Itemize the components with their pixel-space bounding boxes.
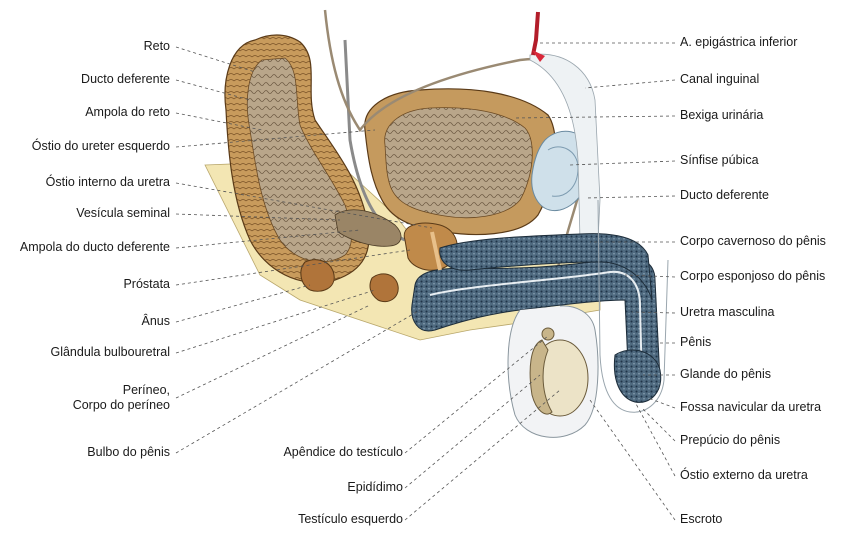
label-ducto-deferente-right: Ducto deferente xyxy=(680,188,769,203)
label-a-epigastrica: A. epigástrica inferior xyxy=(680,35,797,50)
label-bexiga-urinaria: Bexiga urinária xyxy=(680,108,763,123)
label-prepucio: Prepúcio do pênis xyxy=(680,433,780,448)
label-perineo: Períneo, xyxy=(123,383,170,398)
label-sinfise-pubica: Sínfise púbica xyxy=(680,153,759,168)
label-canal-inguinal: Canal inguinal xyxy=(680,72,759,87)
bladder-lumen xyxy=(385,108,533,218)
label-corpo-perineo: Corpo do períneo xyxy=(73,398,170,413)
label-ostio-ureter: Óstio do ureter esquerdo xyxy=(32,139,170,154)
label-ostio-interno-uretra: Óstio interno da uretra xyxy=(46,175,170,190)
label-ampola-ducto: Ampola do ducto deferente xyxy=(20,240,170,255)
label-prostata: Próstata xyxy=(123,277,170,292)
label-bulbo-penis: Bulbo do pênis xyxy=(87,445,170,460)
label-reto: Reto xyxy=(144,39,170,54)
glans xyxy=(614,350,660,402)
label-uretra-masculina: Uretra masculina xyxy=(680,305,774,320)
label-anus: Ânus xyxy=(142,314,171,329)
label-glandula-bulbouretral: Glândula bulbouretral xyxy=(50,345,170,360)
label-escroto: Escroto xyxy=(680,512,722,527)
label-epididimo: Epidídimo xyxy=(347,480,403,495)
label-fossa-navicular: Fossa navicular da uretra xyxy=(680,400,821,415)
label-vesicula-seminal: Vesícula seminal xyxy=(76,206,170,221)
label-corpo-cavernoso: Corpo cavernoso do pênis xyxy=(680,234,826,249)
label-corpo-esponjoso: Corpo esponjoso do pênis xyxy=(680,269,825,284)
label-apendice-testiculo: Apêndice do testículo xyxy=(283,445,403,460)
label-ostio-externo-uretra: Óstio externo da uretra xyxy=(680,468,808,483)
label-ampola-do-reto: Ampola do reto xyxy=(85,105,170,120)
epigastric-artery xyxy=(533,12,538,55)
label-glande-penis: Glande do pênis xyxy=(680,367,771,382)
label-testiculo-esquerdo: Testículo esquerdo xyxy=(298,512,403,527)
label-ducto-deferente-left: Ducto deferente xyxy=(81,72,170,87)
appendix-testis xyxy=(542,328,554,340)
label-penis: Pênis xyxy=(680,335,711,350)
